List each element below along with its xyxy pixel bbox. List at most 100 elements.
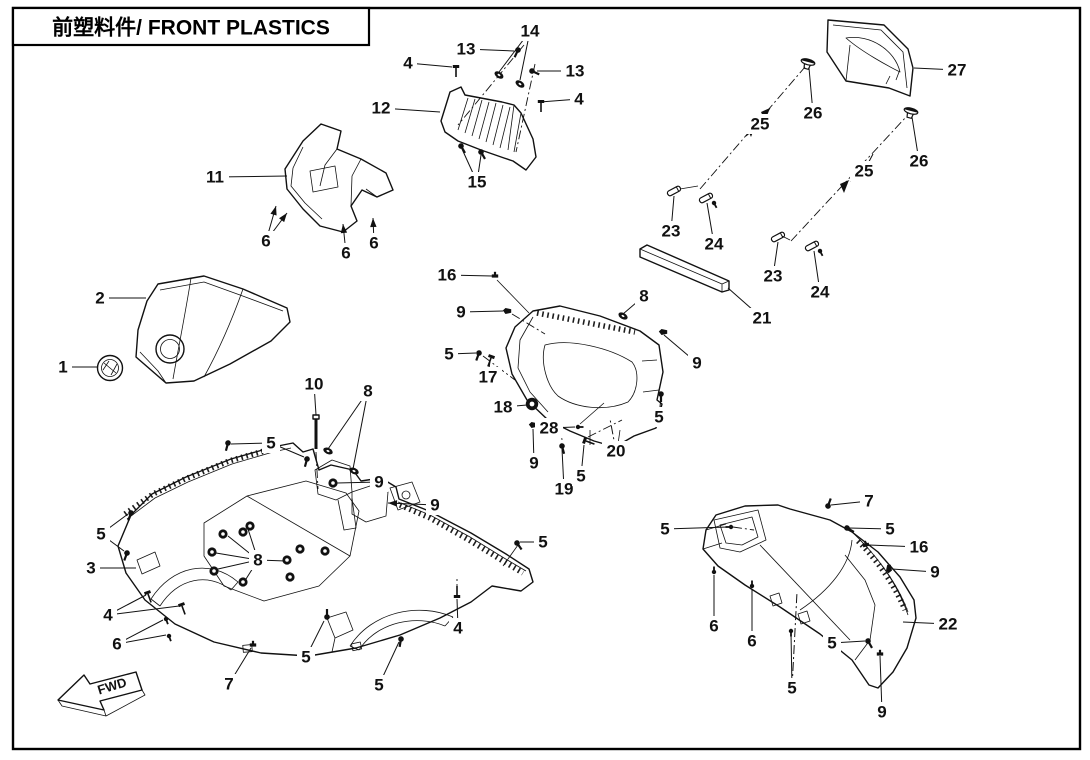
callout-label-bg — [399, 53, 417, 73]
callout-5-label: 5 — [576, 467, 585, 486]
callout-label-bg — [572, 466, 590, 486]
grommet-fastener-icon — [238, 527, 248, 537]
callout-9-label: 9 — [456, 303, 465, 322]
callout-label-bg — [881, 519, 899, 539]
callout-20-label: 20 — [607, 442, 626, 461]
callout-label-bg — [926, 562, 944, 582]
callout-label-bg — [656, 519, 674, 539]
callout-label-bg — [452, 39, 480, 59]
callout-6-label: 6 — [709, 617, 718, 636]
callout-5-label: 5 — [885, 520, 894, 539]
callout-label-bg — [297, 647, 315, 667]
callout-26-label: 26 — [910, 152, 929, 171]
leader-line — [664, 526, 729, 530]
arrowhead-icon — [270, 206, 277, 216]
grommet-fastener-icon — [285, 572, 295, 582]
callout-label-bg — [474, 367, 502, 387]
arrowhead-icon — [370, 218, 377, 228]
callout-label-bg — [783, 678, 801, 698]
callout-10-label: 10 — [305, 375, 324, 394]
part-11-drawing — [284, 123, 394, 233]
part-21-drawing — [639, 244, 730, 293]
callout-16-label: 16 — [438, 266, 457, 285]
callout-24-label: 24 — [705, 235, 724, 254]
callout-5-label: 5 — [96, 525, 105, 544]
callout-16-label: 16 — [910, 538, 929, 557]
callout-9-label: 9 — [877, 703, 886, 722]
grommet-fastener-icon — [295, 544, 305, 554]
grommet-fastener-icon — [282, 555, 292, 565]
callout-label-bg — [82, 558, 100, 578]
callout-18-label: 18 — [494, 398, 513, 417]
callout-24-label: 24 — [811, 283, 830, 302]
callout-label-bg — [220, 674, 238, 694]
callout-3-label: 3 — [86, 559, 95, 578]
part-27-drawing — [826, 19, 914, 97]
callout-label-bg — [99, 605, 117, 625]
callout-label-bg — [823, 633, 841, 653]
callout-label-bg — [746, 114, 774, 134]
callout-label-bg — [650, 407, 668, 427]
grommet_lg-fastener-icon — [525, 397, 539, 411]
callout-25-label: 25 — [751, 115, 770, 134]
callout-9-label: 9 — [930, 563, 939, 582]
callout-label-bg — [108, 634, 126, 654]
callout-label-bg — [433, 265, 461, 285]
callout-label-bg — [860, 491, 878, 511]
callout-label-bg — [534, 532, 552, 552]
callout-2-label: 2 — [95, 289, 104, 308]
callout-label-bg — [743, 631, 761, 651]
callout-label-bg — [905, 537, 933, 557]
callout-5-label: 5 — [660, 520, 669, 539]
callout-label-bg — [337, 243, 355, 263]
callout-6-label: 6 — [369, 234, 378, 253]
callout-label-bg — [463, 172, 491, 192]
callout-7-label: 7 — [864, 492, 873, 511]
callout-12-label: 12 — [372, 99, 391, 118]
callout-9-label: 9 — [529, 454, 538, 473]
callout-8-label: 8 — [639, 287, 648, 306]
callout-19-label: 19 — [555, 480, 574, 499]
leader-line — [352, 390, 369, 470]
callout-label-bg — [365, 233, 383, 253]
callout-4-label: 4 — [403, 54, 413, 73]
callout-label-bg — [905, 151, 933, 171]
part-2-drawing — [135, 275, 291, 384]
callout-23-label: 23 — [662, 222, 681, 241]
callout-label-bg — [525, 453, 543, 473]
callout-label-bg — [201, 167, 229, 187]
callout-9-label: 9 — [430, 496, 439, 515]
callout-25-label: 25 — [855, 162, 874, 181]
callout-label-bg — [688, 353, 706, 373]
callout-label-bg — [806, 282, 834, 302]
callout-labels-layer: 4131413412151166621169851791852892019527… — [54, 21, 971, 722]
callout-label-bg — [54, 357, 72, 377]
arrowhead-icon — [279, 213, 287, 223]
callout-8-label: 8 — [253, 551, 262, 570]
part-20-drawing — [505, 305, 664, 448]
callout-label-bg — [370, 472, 388, 492]
grommet-fastener-icon — [218, 529, 228, 539]
callout-4-label: 4 — [574, 90, 584, 109]
callout-label-bg — [550, 479, 578, 499]
callout-label-bg — [748, 308, 776, 328]
callout-6-label: 6 — [747, 632, 756, 651]
part-12-drawing — [440, 86, 537, 171]
callout-23-label: 23 — [764, 267, 783, 286]
callout-5-label: 5 — [374, 676, 383, 695]
callout-label-bg — [426, 495, 444, 515]
callout-label-bg — [452, 302, 470, 322]
callout-9-label: 9 — [374, 473, 383, 492]
callout-label-bg — [359, 381, 377, 401]
callout-label-bg — [570, 89, 588, 109]
callout-label-bg — [700, 234, 728, 254]
grommet-fastener-icon — [238, 577, 248, 587]
callout-21-label: 21 — [753, 309, 772, 328]
callout-label-bg — [705, 616, 723, 636]
part-drawings: FWD — [57, 19, 917, 717]
callout-5-label: 5 — [266, 434, 275, 453]
callout-15-label: 15 — [468, 173, 487, 192]
callout-27-label: 27 — [948, 61, 967, 80]
